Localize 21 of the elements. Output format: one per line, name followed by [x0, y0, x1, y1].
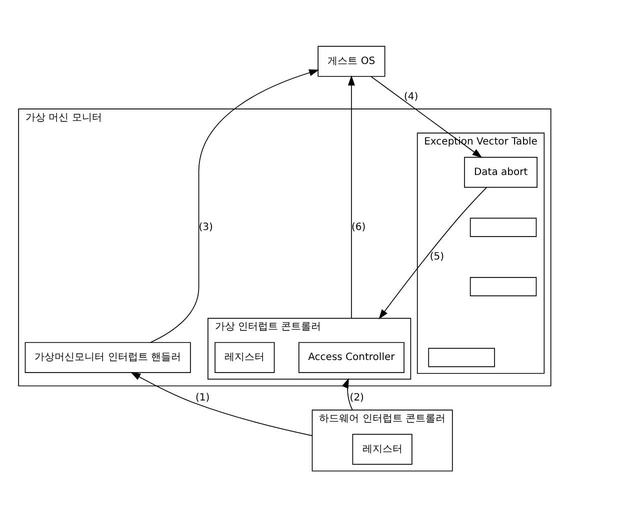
arrow	[150, 68, 320, 342]
node-box: 가상머신모니터 인터럽트 핸들러	[24, 342, 191, 372]
arrow	[378, 186, 488, 319]
node-box: Data abort	[464, 156, 538, 188]
arrow	[348, 74, 355, 318]
edge-label: (2)	[350, 392, 364, 404]
edge-label: (3)	[198, 221, 213, 232]
node-box	[470, 217, 537, 236]
node-box: Access Controller	[298, 342, 404, 372]
edge-label: (1)	[195, 392, 210, 404]
arrow	[130, 371, 313, 436]
node-box: 레지스터	[214, 342, 275, 372]
node-box	[428, 347, 495, 367]
edge-label: (6)	[351, 221, 366, 232]
node-box: 레지스터	[352, 433, 412, 464]
arrow	[342, 378, 353, 410]
edge-label: (5)	[430, 251, 444, 262]
arrow	[370, 76, 482, 158]
node-box	[470, 276, 537, 296]
edge-label: (4)	[404, 90, 418, 102]
node-box: 게스트 OS	[318, 45, 386, 76]
